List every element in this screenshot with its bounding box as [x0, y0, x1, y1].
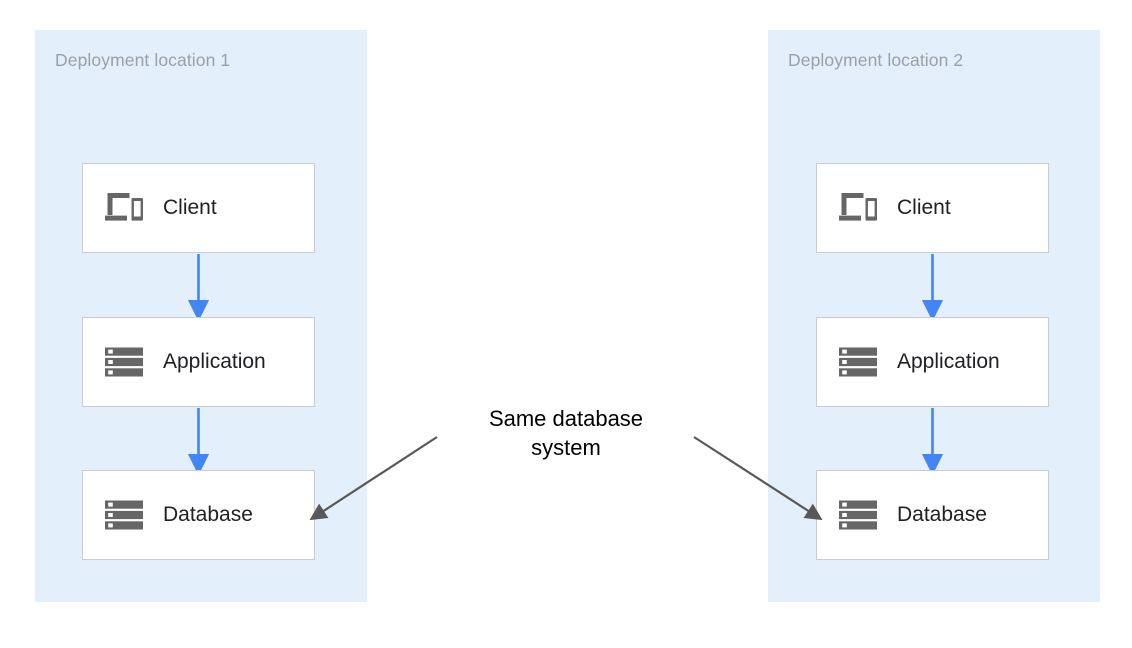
node-database-zone-1-label: Database: [163, 503, 253, 526]
node-application-zone-2[interactable]: Application: [816, 317, 1049, 407]
node-application-zone-2-label: Application: [897, 350, 1000, 373]
node-database-zone-2-label: Database: [897, 503, 987, 526]
node-database-zone-1[interactable]: Database: [82, 470, 315, 560]
node-application-zone-1[interactable]: Application: [82, 317, 315, 407]
node-client-zone-2[interactable]: Client: [816, 163, 1049, 253]
node-database-zone-2[interactable]: Database: [816, 470, 1049, 560]
devices-icon: [839, 193, 877, 221]
node-application-zone-1-label: Application: [163, 350, 266, 373]
node-client-zone-2-label: Client: [897, 196, 951, 219]
annotation-line-2: system: [531, 435, 601, 460]
server-stack-icon: [839, 500, 877, 530]
annotation-line-1: Same database: [488, 406, 644, 431]
annotation-same-database-system: Same database system: [437, 404, 695, 462]
server-stack-icon: [839, 347, 877, 377]
server-stack-icon: [105, 347, 143, 377]
node-client-zone-1[interactable]: Client: [82, 163, 315, 253]
zone-2-label: Deployment location 2: [788, 50, 964, 70]
zone-1-label: Deployment location 1: [55, 50, 231, 70]
node-client-zone-1-label: Client: [163, 196, 217, 219]
devices-icon: [105, 193, 143, 221]
server-stack-icon: [105, 500, 143, 530]
